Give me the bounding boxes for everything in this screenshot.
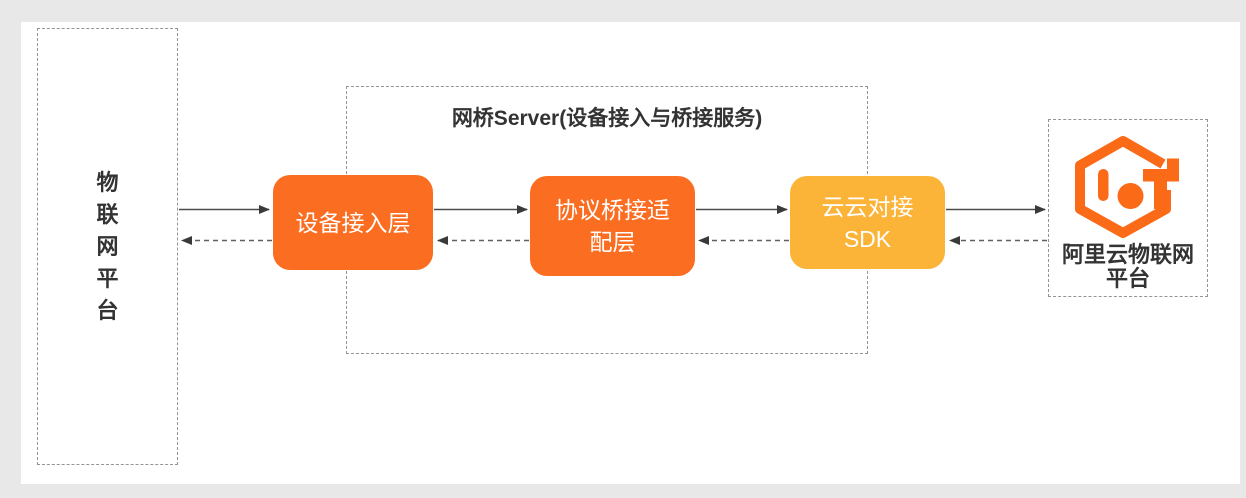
node-protocol-bridge-adapter: 协议桥接适 配层 xyxy=(530,176,695,276)
node-protocol-bridge-adapter-label: 协议桥接适 配层 xyxy=(555,197,670,255)
iot-platform-label: 物联网平台 xyxy=(96,169,119,323)
node-cloud-cloud-sdk-label: 云云对接 SDK xyxy=(821,193,914,252)
aliyun-iot-logo-icon xyxy=(1075,136,1179,238)
node-device-access-layer-label: 设备接入层 xyxy=(295,209,411,236)
node-device-access-layer: 设备接入层 xyxy=(273,175,433,270)
node-cloud-cloud-sdk: 云云对接 SDK xyxy=(790,176,945,269)
aliyun-iot-platform-box: 阿里云物联网 平台 xyxy=(1048,119,1208,297)
iot-platform-box: 物联网平台 xyxy=(37,28,178,465)
aliyun-iot-platform-label: 阿里云物联网 平台 xyxy=(1061,242,1194,291)
bridge-server-title: 网桥Server(设备接入与桥接服务) xyxy=(451,107,763,130)
